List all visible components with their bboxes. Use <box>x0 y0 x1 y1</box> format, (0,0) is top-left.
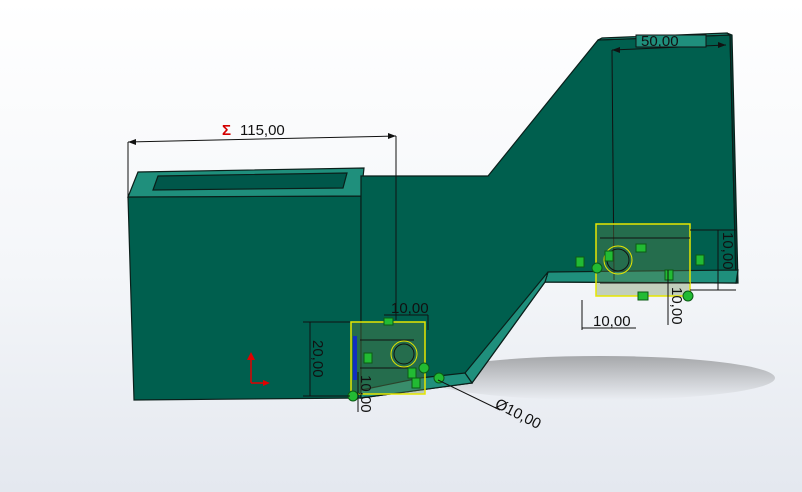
right-side-face <box>726 32 739 284</box>
right-slot-sketch[interactable] <box>575 223 705 302</box>
dim-overall-length[interactable] <box>127 133 397 320</box>
dim-slot-right-width-value[interactable]: 10,00 <box>593 313 631 330</box>
dim-slot-left-width-value[interactable]: 10,00 <box>391 300 429 317</box>
dim-hole-diameter[interactable] <box>437 379 501 411</box>
dim-slot-right-width[interactable] <box>581 300 636 330</box>
dim-slot-left-offset-value[interactable]: 10,00 <box>357 375 374 413</box>
dim-right-width[interactable] <box>611 34 727 281</box>
dim-slot-left-width[interactable] <box>384 314 429 330</box>
dim-slot-right-height-value[interactable]: 10,00 <box>719 232 736 270</box>
dim-hole-diameter-value[interactable]: Ø10,00 <box>492 395 544 432</box>
dim-slot-right-height[interactable] <box>690 229 736 291</box>
dim-slot-right-offset-value[interactable]: 10,00 <box>668 287 685 325</box>
dim-right-width-value[interactable]: 50,00 <box>641 33 679 50</box>
dim-overall-length-value[interactable]: 115,00 <box>240 122 285 139</box>
dim-slot-left-height-value[interactable]: 20,00 <box>309 340 326 378</box>
dim-slot-left-height[interactable] <box>303 321 350 397</box>
model-shadow <box>425 356 775 400</box>
left-slot-sketch[interactable] <box>347 317 445 402</box>
left-box-inner <box>152 172 348 191</box>
reference-triad <box>247 352 270 386</box>
part-body[interactable] <box>127 32 739 401</box>
dim-overall-length-sigma: Σ <box>222 122 231 139</box>
